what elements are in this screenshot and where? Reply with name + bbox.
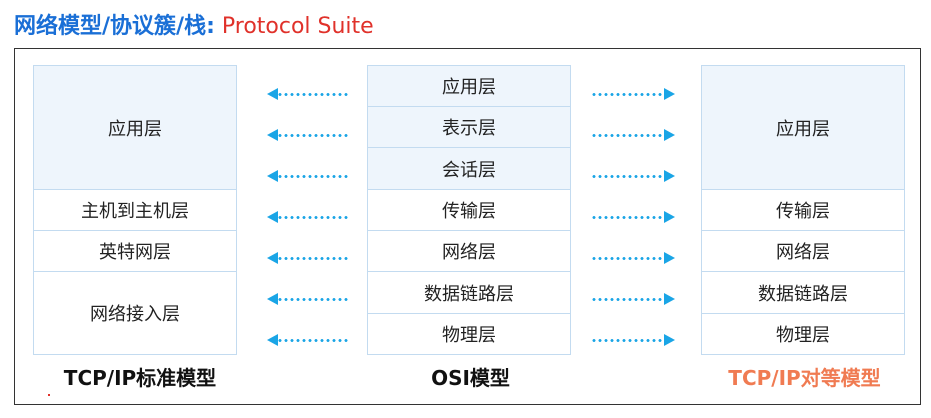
osi-layer-session: 会话层 — [367, 147, 571, 190]
diagram-frame: 应用层 主机到主机层 英特网层 网络接入层 应用层 表示层 会话层 传输层 网络… — [14, 48, 921, 405]
right-arrow-icon — [591, 170, 675, 182]
title-english: Protocol Suite — [221, 14, 374, 39]
left-arrow-icon — [267, 293, 349, 305]
osi-layer-physical: 物理层 — [367, 313, 571, 355]
left-arrow-icon — [267, 252, 349, 264]
peer-layer-network: 网络层 — [701, 230, 905, 272]
osi-model-label: OSI模型 — [431, 366, 510, 390]
osi-layer-presentation: 表示层 — [367, 106, 571, 148]
peer-layer-application: 应用层 — [701, 65, 905, 190]
peer-layer-transport: 传输层 — [701, 189, 905, 231]
right-arrow-icon — [591, 211, 675, 223]
right-arrow-icon — [591, 334, 675, 346]
right-arrow-icon — [591, 88, 675, 100]
tcp-layer-network-access: 网络接入层 — [33, 271, 237, 355]
title-chinese: 网络模型/协议簇/栈: — [14, 14, 215, 39]
osi-layer-network: 网络层 — [367, 230, 571, 272]
osi-layer-transport: 传输层 — [367, 189, 571, 231]
right-arrow-icon — [591, 293, 675, 305]
osi-layer-application: 应用层 — [367, 65, 571, 107]
diagram-title: 网络模型/协议簇/栈: Protocol Suite — [14, 12, 374, 42]
osi-layer-data-link: 数据链路层 — [367, 271, 571, 314]
tcp-peer-model-column: 应用层 传输层 网络层 数据链路层 物理层 — [701, 65, 905, 355]
left-arrow-icon — [267, 170, 349, 182]
right-arrow-icon — [591, 129, 675, 141]
right-arrow-icon — [591, 252, 675, 264]
left-arrow-icon — [267, 129, 349, 141]
tcp-peer-model-label: TCP/IP对等模型 — [728, 366, 881, 390]
tcp-standard-model-column: 应用层 主机到主机层 英特网层 网络接入层 — [33, 65, 237, 355]
left-arrow-icon — [267, 334, 349, 346]
tcp-layer-host-to-host: 主机到主机层 — [33, 189, 237, 231]
peer-layer-physical: 物理层 — [701, 313, 905, 355]
tcp-layer-application: 应用层 — [33, 65, 237, 190]
tcp-layer-internet: 英特网层 — [33, 230, 237, 272]
tcp-standard-model-label: TCP/IP标准模型 — [63, 366, 217, 390]
left-arrow-icon — [267, 211, 349, 223]
osi-model-column: 应用层 表示层 会话层 传输层 网络层 数据链路层 物理层 — [367, 65, 571, 355]
peer-layer-data-link: 数据链路层 — [701, 271, 905, 314]
decorative-dot — [48, 394, 50, 396]
left-arrow-icon — [267, 88, 349, 100]
